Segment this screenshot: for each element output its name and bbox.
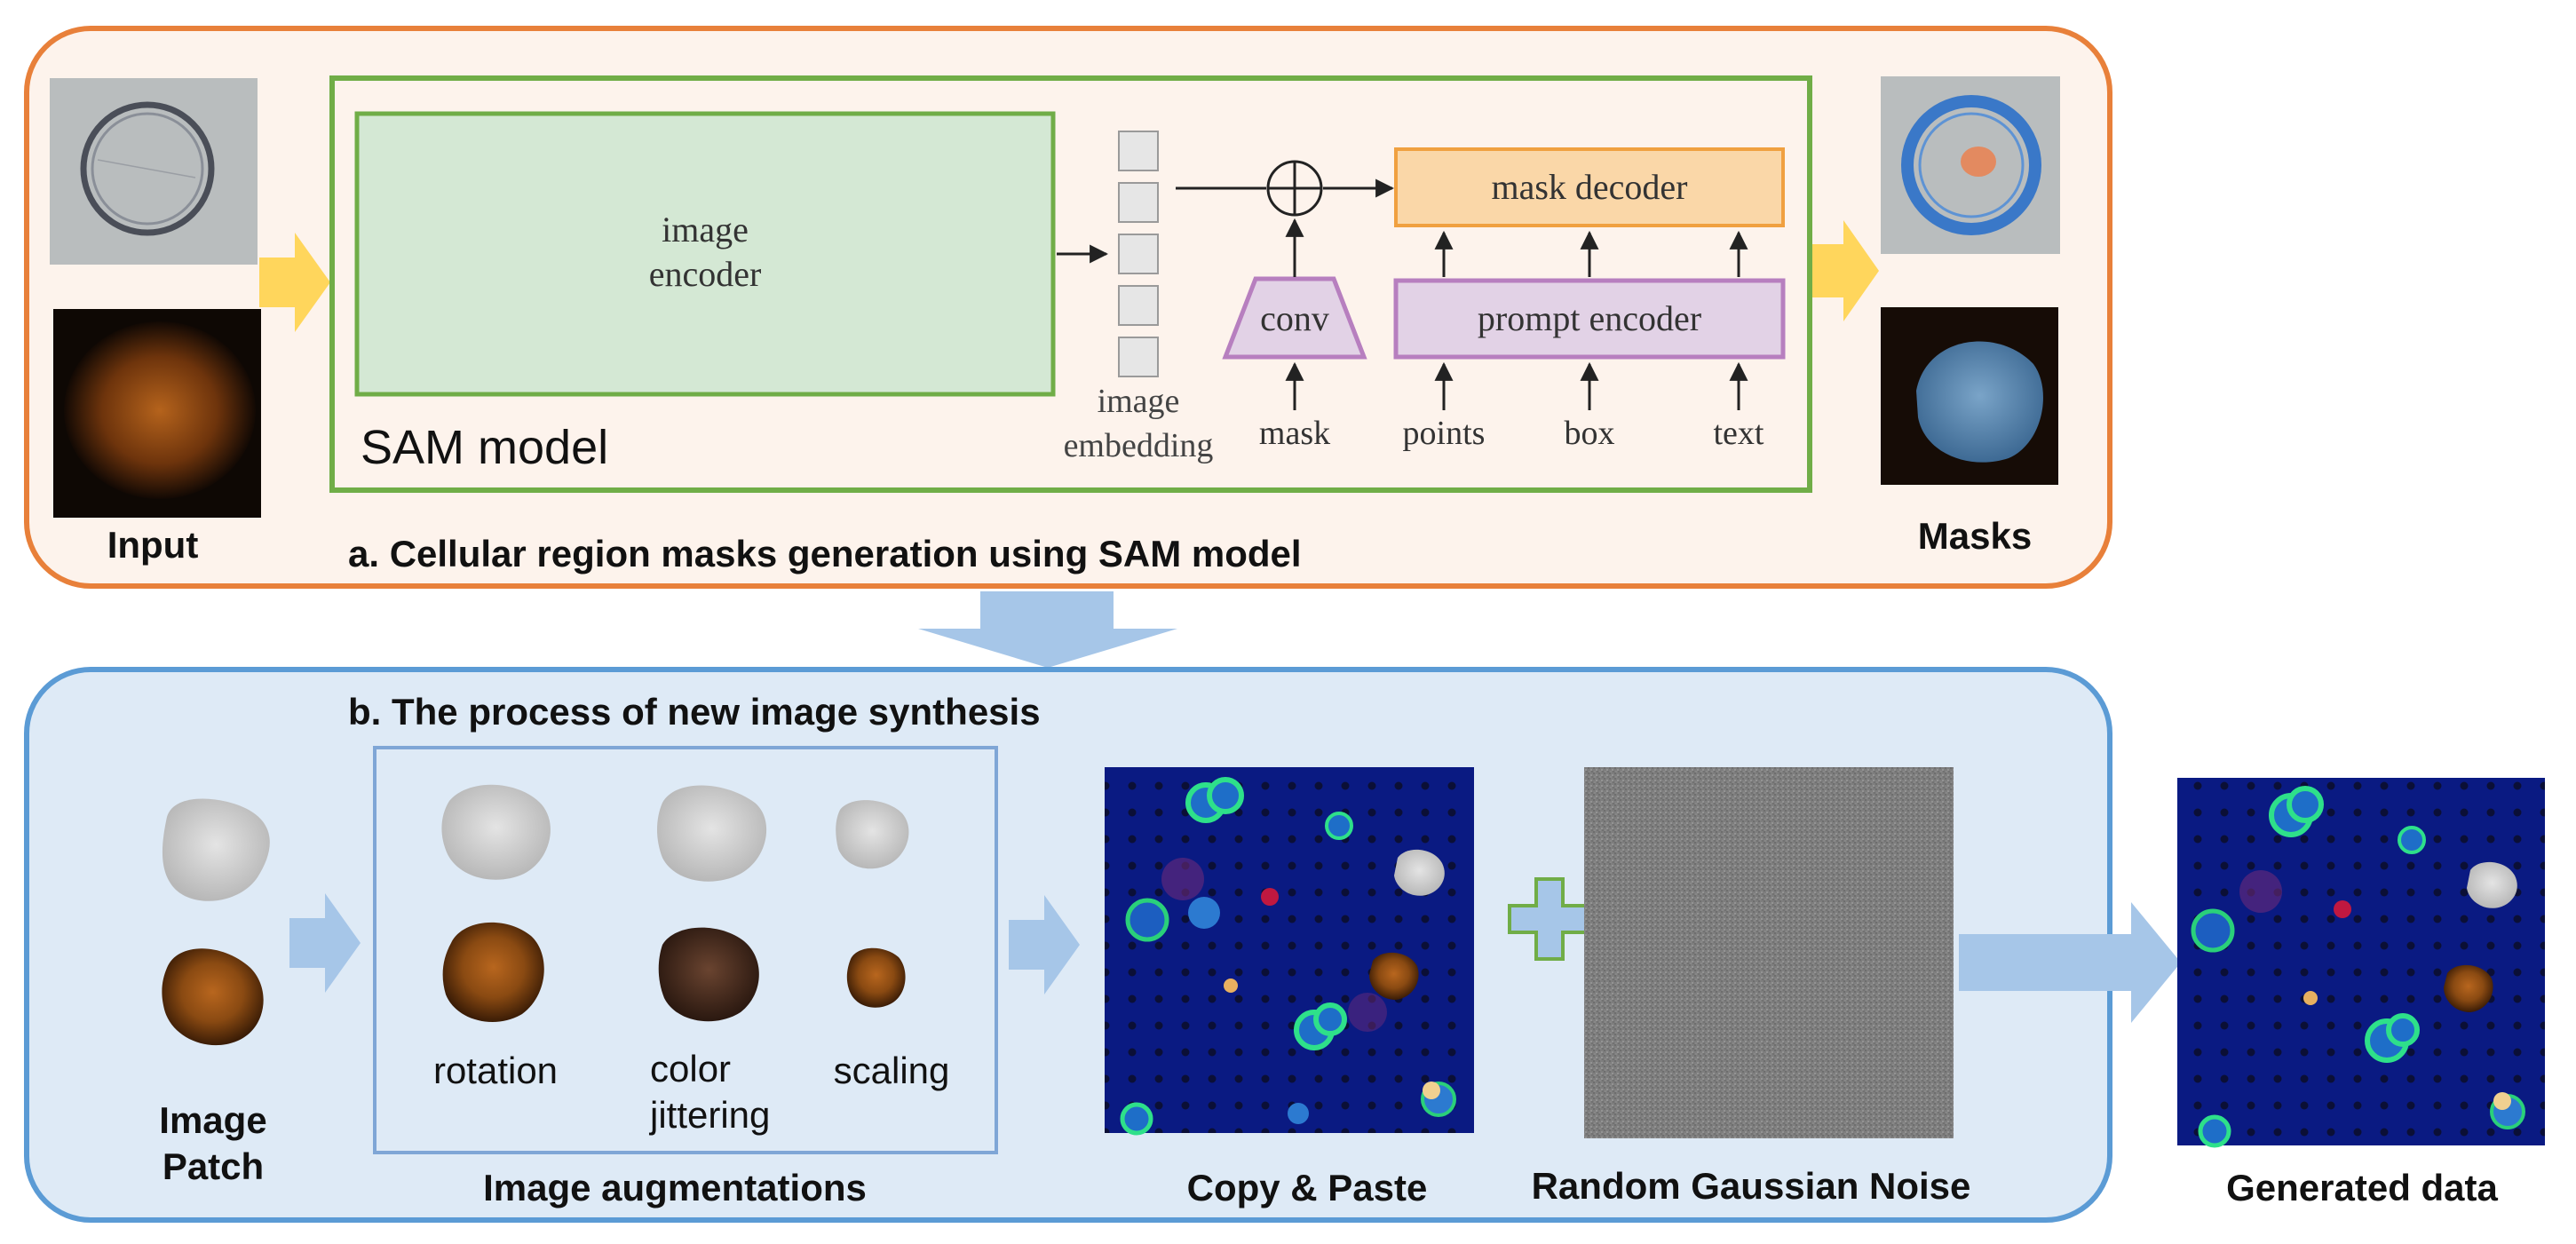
masks-label: Masks [1918, 515, 2032, 557]
scaling-gray-cell [836, 800, 909, 869]
image-patch-label-line1: Image [159, 1099, 266, 1141]
generated-data-image [2177, 778, 2545, 1148]
rotation-orange-cell [442, 922, 544, 1022]
sam-to-masks-arrow [1808, 220, 1879, 321]
mask-brightfield-image [1881, 76, 2060, 254]
image-augmentations-label: Image augmentations [483, 1167, 867, 1208]
image-encoder-label-line2: encoder [649, 254, 762, 294]
gaussian-noise-image [1584, 767, 1954, 1138]
sum-node [1266, 160, 1323, 217]
gaussian-noise-label: Random Gaussian Noise [1532, 1165, 1971, 1207]
input-label: Input [107, 524, 199, 566]
sam-model-box [329, 75, 1812, 493]
copy-paste-image [1105, 767, 1474, 1136]
aug-to-paste-arrow [1009, 895, 1080, 994]
text-input-label: text [1714, 415, 1764, 452]
scaling-orange-cell [846, 947, 906, 1008]
sam-model-label: SAM model [361, 421, 608, 474]
mask-input-label: mask [1259, 415, 1330, 452]
input-fluorescent-image [53, 309, 261, 518]
image-patch-label-line2: Patch [162, 1145, 264, 1187]
color-jitter-label-line1: color [650, 1048, 731, 1089]
augmentation-box [373, 746, 998, 1154]
image-embedding-stack [1118, 131, 1159, 377]
box-input-label: box [1565, 415, 1615, 452]
conv-block [1222, 276, 1367, 360]
generated-data-label: Generated data [2226, 1167, 2498, 1208]
color-gray-cell [657, 785, 767, 882]
rotation-label: rotation [433, 1050, 558, 1091]
image-embedding-label-line1: image [1098, 383, 1180, 420]
image-encoder-label-line1: image [662, 210, 749, 250]
patch-to-aug-arrow [289, 893, 361, 993]
mask-decoder-label: mask decoder [1491, 167, 1687, 207]
points-input-label: points [1403, 415, 1486, 452]
panel-a-to-b-arrow [918, 591, 1177, 668]
panel-b-caption: b. The process of new image synthesis [348, 691, 1041, 733]
panel-a-caption: a. Cellular region masks generation usin… [348, 533, 1302, 574]
patch-gray-cell [162, 798, 270, 901]
scaling-label: scaling [834, 1050, 950, 1091]
image-encoder-block [354, 111, 1056, 397]
copy-paste-label: Copy & Paste [1187, 1167, 1428, 1208]
color-jitter-dark-cell [658, 927, 759, 1022]
patch-orange-cell [162, 948, 264, 1046]
image-embedding-label-line2: embedding [1064, 427, 1214, 464]
mask-fluorescent-image [1881, 307, 2058, 485]
color-jitter-label-line2: jittering [648, 1094, 770, 1136]
rotation-gray-cell [441, 784, 551, 880]
prompt-encoder-label: prompt encoder [1478, 298, 1701, 338]
conv-label: conv [1260, 298, 1329, 338]
prompt-encoder-block [1393, 278, 1786, 360]
input-to-sam-arrow [259, 233, 330, 332]
panel-a-frame [24, 26, 2112, 589]
mask-decoder-block [1394, 147, 1785, 227]
input-brightfield-image [50, 78, 258, 265]
to-generated-arrow [1959, 902, 2181, 1023]
